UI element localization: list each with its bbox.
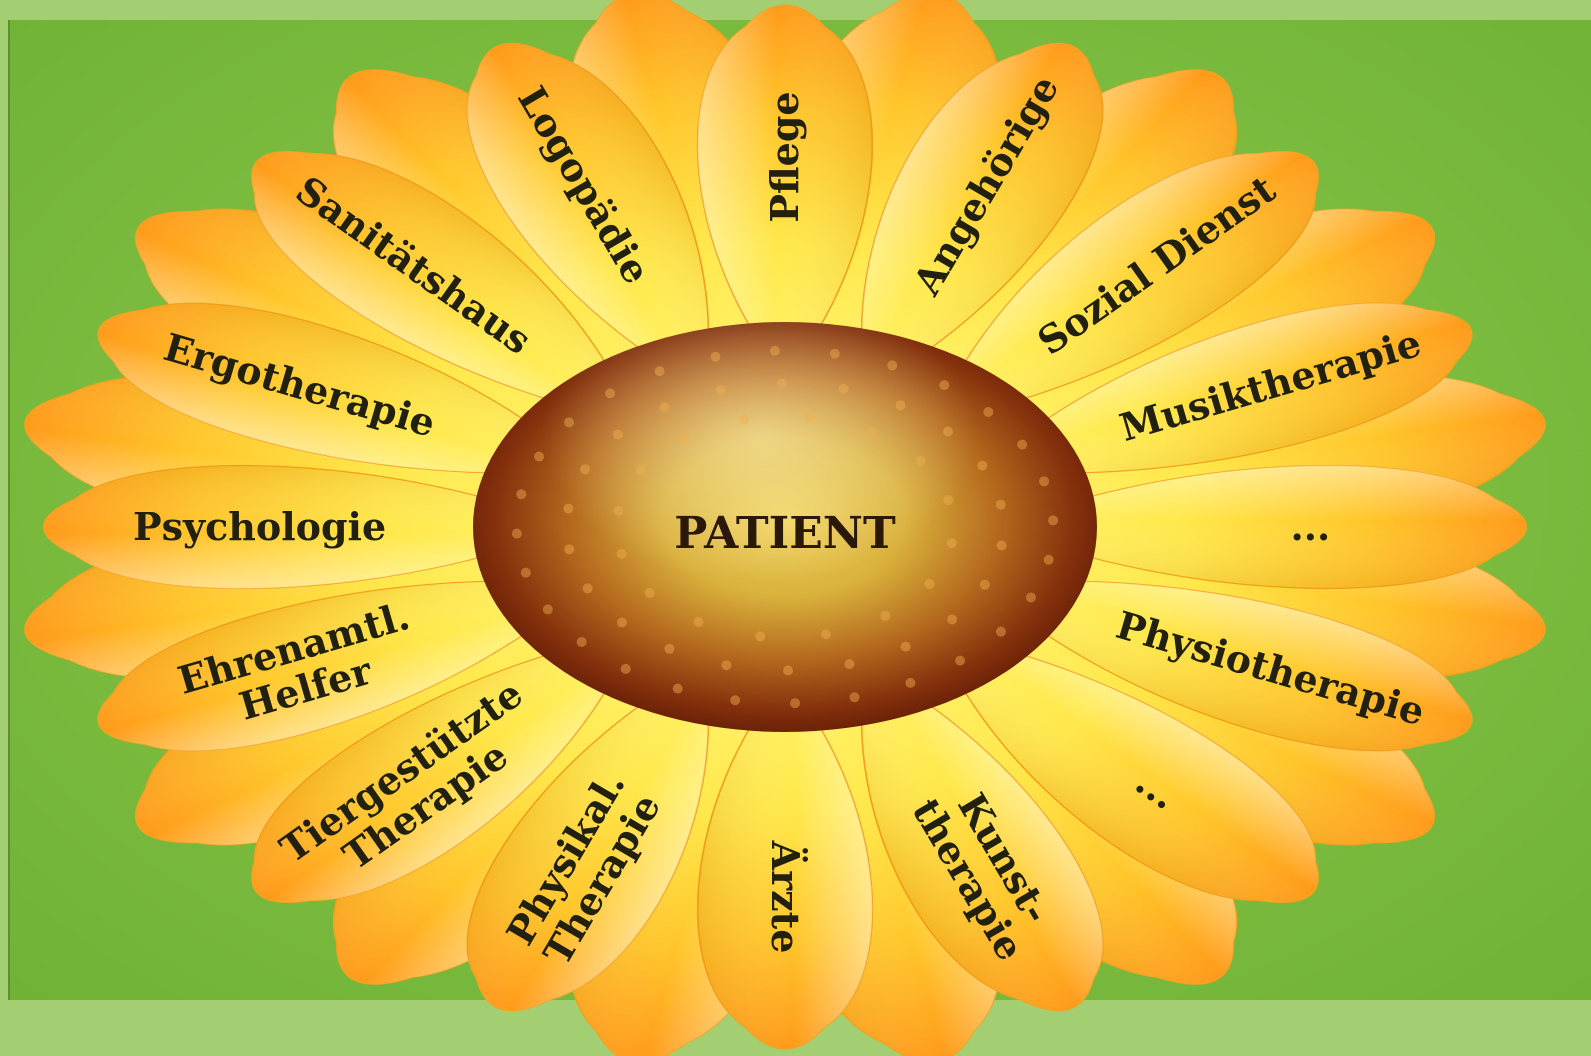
petal-label-line: Ärzte [763,840,808,954]
seed-dot [887,360,897,370]
seed-dot [830,349,840,359]
seed-dot [613,506,623,516]
seed-dot [980,580,990,590]
seed-dot [564,417,574,427]
seed-dot [521,568,531,578]
seed-dot [583,583,593,593]
seed-dot [997,540,1007,550]
seed-dot [577,637,587,647]
center-label: PATIENT [674,508,896,559]
petal-label-ellipsis-right: ... [1291,504,1331,549]
seed-dot [617,617,627,627]
seed-dot [580,464,590,474]
seed-dot [777,379,787,389]
seed-dot [1044,555,1054,565]
seed-dot [925,579,935,589]
petal-label-line: Pflege [762,91,807,222]
seed-dot [659,402,669,412]
seed-dot [635,465,645,475]
seed-dot [783,665,793,675]
seed-dot [996,627,1006,637]
seed-dot [711,352,721,362]
seed-dot [534,452,544,462]
seed-dot [955,656,965,666]
seed-dot [516,489,526,499]
seed-dot [849,692,859,702]
seed-dot [716,385,726,395]
seed-dot [665,644,675,654]
seed-dot [621,664,631,674]
seed-dot [821,629,831,639]
seed-dot [943,495,953,505]
seed-dot [563,504,573,514]
seed-dot [739,415,749,425]
seed-dot [839,384,849,394]
seed-dot [1026,592,1036,602]
seed-dot [880,611,890,621]
seed-dot [915,456,925,466]
seed-dot [805,412,815,422]
seed-dot [721,660,731,670]
seed-dot [655,366,665,376]
seed-dot [790,698,800,708]
seed-dot [770,346,780,356]
seed-dot [983,407,993,417]
seed-dot [564,544,574,554]
seed-dot [613,430,623,440]
seed-dot [1039,476,1049,486]
petal-label-psychologie: Psychologie [133,504,386,549]
seed-dot [943,427,953,437]
seed-dot [844,659,854,669]
seed-dot [947,538,957,548]
seed-dot [673,684,683,694]
petal-label-aerzte: Ärzte [763,840,808,954]
seed-dot [977,461,987,471]
petal-label-pflege: Pflege [762,91,807,222]
seed-dot [1048,515,1058,525]
seed-dot [543,604,553,614]
seed-dot [867,427,877,437]
seed-dot [895,400,905,410]
seed-dot [512,529,522,539]
seed-dot [693,617,703,627]
seed-dot [1017,440,1027,450]
petal-label-line: Psychologie [133,504,386,549]
seed-dot [617,549,627,559]
seed-dot [680,433,690,443]
seed-dot [645,588,655,598]
seed-dot [901,642,911,652]
seed-dot [730,695,740,705]
seed-dot [905,678,915,688]
seed-dot [605,388,615,398]
seed-dot [755,632,765,642]
seed-dot [939,380,949,390]
seed-dot [947,614,957,624]
flower-center: PATIENT [473,322,1097,732]
seed-dot [996,500,1006,510]
petal-label-line: ... [1291,504,1331,549]
